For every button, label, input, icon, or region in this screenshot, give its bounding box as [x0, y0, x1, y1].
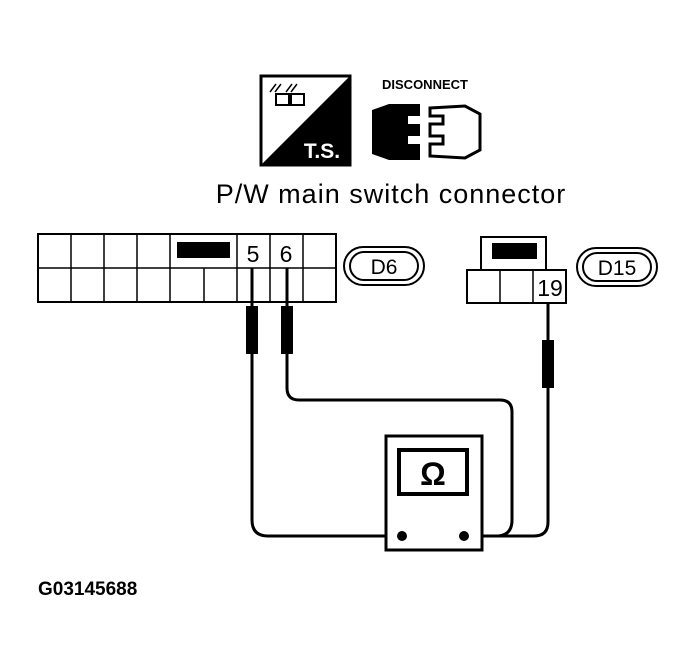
d6-id: D6 [371, 256, 398, 279]
d6-terminal-5: 5 [247, 241, 260, 267]
d6-terminal-6: 6 [280, 241, 293, 267]
d15-badge [576, 247, 658, 287]
d15-lock-tab [492, 243, 537, 259]
ohmmeter-icon [384, 434, 484, 552]
ohm-symbol: Ω [420, 456, 446, 492]
ts-label: T.S. [304, 140, 340, 163]
connector-disconnect-icon [372, 104, 482, 160]
d15-id: D15 [598, 257, 637, 280]
probe-lead-terminal-6 [281, 268, 514, 538]
disconnect-label: DISCONNECT [382, 77, 468, 92]
test-switch-icon [259, 74, 352, 167]
connector-title: P/W main switch connector [216, 179, 567, 209]
figure-id: G03145688 [38, 579, 137, 600]
probe-lead-terminal-5 [246, 268, 402, 538]
d6-lock-tab [177, 242, 230, 258]
probe-lead-terminal-19 [464, 303, 554, 538]
d6-badge [343, 246, 425, 286]
d15-terminal-19: 19 [537, 275, 563, 301]
